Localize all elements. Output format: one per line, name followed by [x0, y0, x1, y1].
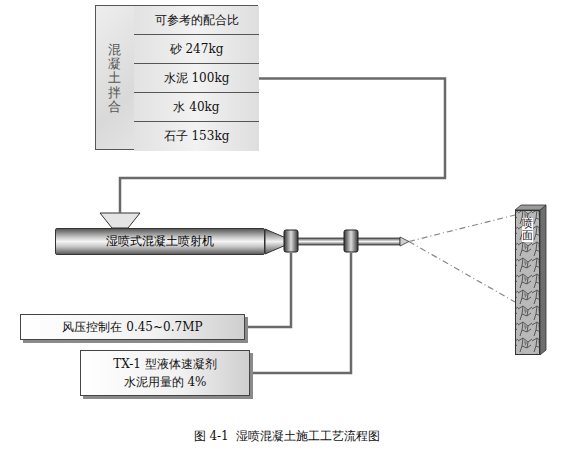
node-text: 砂 247kg: [170, 41, 224, 58]
hopper: [100, 213, 140, 228]
spray-line: [409, 215, 515, 302]
node-text: 风压控制在 0.45~0.7MP: [62, 319, 202, 336]
mix-table: 混凝土拌合 可参考的配合比砂 247kg 水泥 100kg 水 40kg 石子 153k…: [95, 5, 258, 150]
table-row: 砂 247kg: [134, 35, 259, 64]
table-row: 可参考的配合比: [134, 6, 259, 35]
accelerator-box: TX-1 型液体速凝剂 水泥用量的 4%: [80, 350, 250, 396]
feed-line: [250, 253, 351, 374]
node-text: 水泥 100kg: [164, 70, 230, 87]
feed-line: [245, 253, 291, 328]
figure-caption: 图 4-1 湿喷混凝土施工工艺流程图: [0, 428, 574, 445]
table-row: 水 40kg: [134, 93, 259, 122]
rock-wall: [515, 205, 546, 355]
node-text: 湿喷式混凝土喷射机: [106, 233, 214, 250]
accelerator-fitting: [344, 230, 358, 252]
node-text: 可参考的配合比: [155, 12, 239, 29]
machine-cone: [265, 229, 286, 254]
air-pressure-box: 风压控制在 0.45~0.7MP: [20, 314, 245, 340]
wall-label: 喷面: [522, 218, 533, 242]
node-text: TX-1 型液体速凝剂 水泥用量的 4%: [109, 355, 221, 391]
table-heading: 混凝土拌合: [108, 43, 121, 114]
table-row: 水泥 100kg: [134, 64, 259, 93]
table-row: 石子 153kg: [134, 122, 259, 151]
air-fitting: [284, 230, 298, 252]
feed-line: [120, 79, 445, 214]
delivery-pipe: [286, 238, 400, 245]
spray-machine: 湿喷式混凝土喷射机: [55, 228, 265, 255]
spray-nozzle: [400, 237, 409, 246]
spray-wall: 喷面: [515, 210, 540, 355]
node-text: 石子 153kg: [164, 128, 230, 145]
node-text: 水 40kg: [173, 99, 219, 116]
